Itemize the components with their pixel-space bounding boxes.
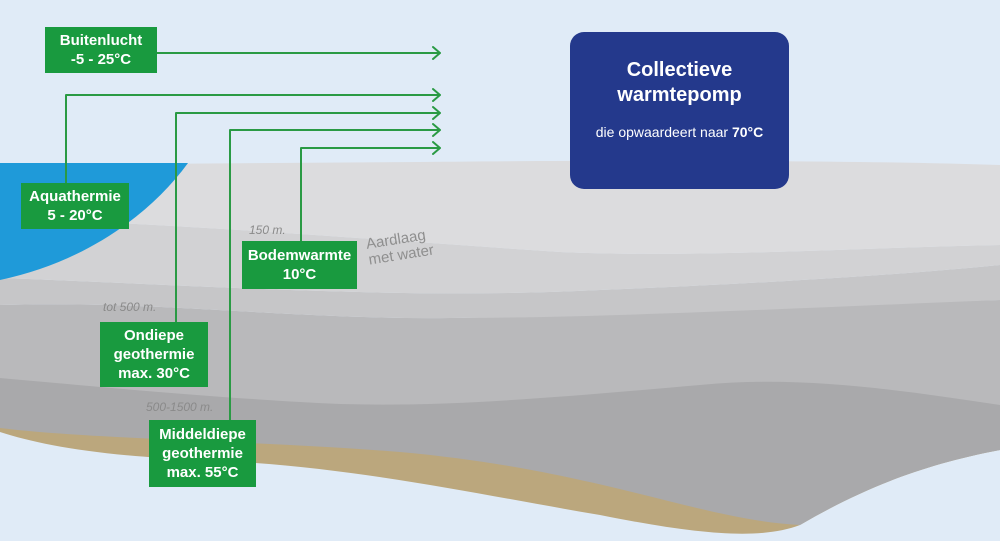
- middeldiepe-line: [229, 123, 441, 421]
- label-line: max. 30°C: [118, 365, 190, 382]
- aquathermie-label: Aquathermie 5 - 20°C: [21, 183, 129, 229]
- heat-pump-title-line: warmtepomp: [617, 84, 742, 106]
- label-line: Aquathermie: [29, 188, 121, 205]
- label-line: Middeldiepe: [159, 426, 246, 443]
- label-line: geothermie: [162, 445, 243, 462]
- depth-ondiepe: tot 500 m.: [103, 300, 157, 314]
- heat-pump-subtitle: die opwaardeert naar 70°C: [570, 124, 789, 140]
- ondiepe-line: [175, 106, 441, 323]
- buitenlucht-line: [156, 46, 441, 60]
- ondiepe-geothermie-label: Ondiepe geothermie max. 30°C: [100, 322, 208, 387]
- label-line: max. 55°C: [166, 464, 239, 481]
- deep-rock-layer: [0, 362, 1000, 525]
- bodemwarmte-label: Bodemwarmte 10°C: [242, 241, 357, 289]
- buitenlucht-label: Buitenlucht -5 - 25°C: [45, 27, 157, 73]
- heat-pump-subtitle-text: die opwaardeert naar: [595, 124, 732, 140]
- label-line: -5 - 25°C: [70, 51, 132, 68]
- heat-pump-title-line: Collectieve: [626, 59, 733, 81]
- water-bearing-layer: [0, 265, 1000, 319]
- label-line: Buitenlucht: [59, 32, 143, 49]
- heat-pump-target-temperature: 70°C: [731, 124, 764, 140]
- heat-pump-title: Collectieve warmtepomp: [570, 58, 789, 108]
- heat-flow-connectors: [65, 46, 441, 421]
- label-line: Bodemwarmte: [247, 247, 352, 264]
- label-line: 5 - 20°C: [47, 207, 103, 224]
- heat-pump-box: Collectieve warmtepomp die opwaardeert n…: [570, 32, 789, 189]
- depth-bodemwarmte: 150 m.: [249, 223, 286, 237]
- middeldiepe-geothermie-label: Middeldiepe geothermie max. 55°C: [149, 420, 256, 487]
- mid-rock-layer: [0, 300, 1000, 405]
- depth-middeldiepe: 500-1500 m.: [146, 400, 214, 414]
- aquathermie-line: [65, 88, 441, 184]
- label-line: geothermie: [113, 346, 195, 363]
- label-line: 10°C: [282, 266, 317, 283]
- label-line: Ondiepe: [123, 327, 184, 344]
- bodemwarmte-line: [300, 141, 441, 242]
